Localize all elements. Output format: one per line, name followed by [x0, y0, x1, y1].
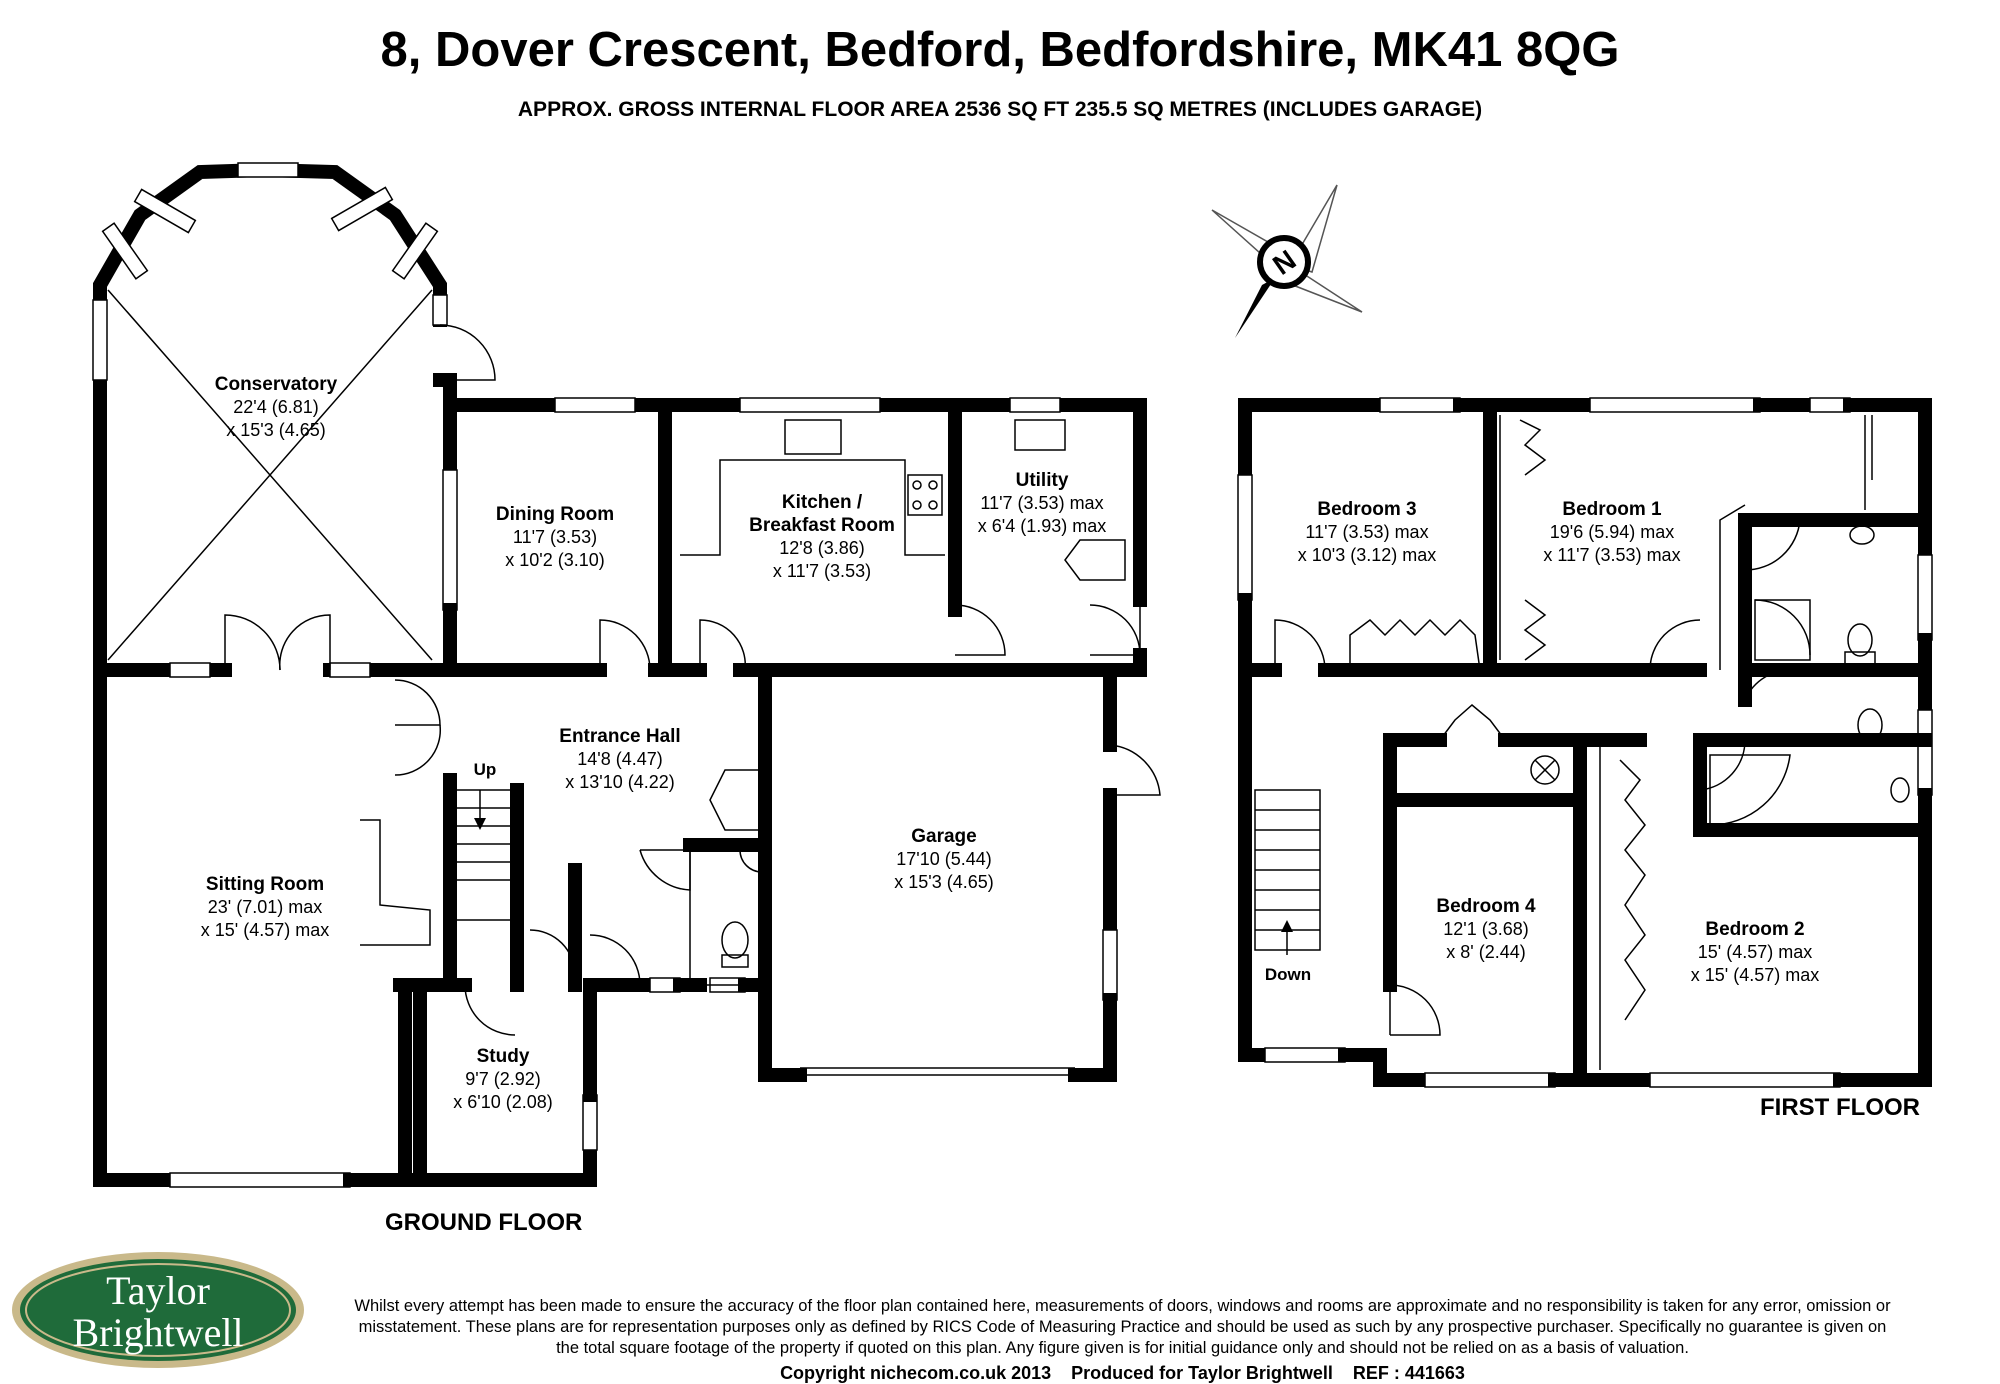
svg-text:12'1 (3.68): 12'1 (3.68) — [1443, 919, 1529, 939]
room-bedroom-4: Bedroom 4 12'1 (3.68) x 8' (2.44) — [1436, 896, 1536, 962]
svg-text:Sitting Room: Sitting Room — [206, 874, 324, 895]
logo-text-line2: Brightwell — [72, 1310, 243, 1355]
reference-text: REF : 441663 — [1352, 1363, 1465, 1383]
svg-text:Study: Study — [477, 1046, 530, 1067]
svg-text:Conservatory: Conservatory — [215, 374, 338, 395]
svg-text:Bedroom 1: Bedroom 1 — [1562, 499, 1662, 520]
room-bedroom-2: Bedroom 2 15' (4.57) max x 15' (4.57) ma… — [1691, 919, 1820, 985]
svg-text:x 15'3 (4.65): x 15'3 (4.65) — [226, 420, 326, 440]
svg-text:12'8 (3.86): 12'8 (3.86) — [779, 538, 865, 558]
svg-text:x 13'10 (4.22): x 13'10 (4.22) — [565, 772, 675, 792]
copyright-text: Copyright nichecom.co.uk 2013 — [780, 1363, 1052, 1383]
svg-text:x 11'7 (3.53): x 11'7 (3.53) — [773, 561, 871, 581]
room-bedroom-1: Bedroom 1 19'6 (5.94) max x 11'7 (3.53) … — [1543, 499, 1680, 565]
room-study: Study 9'7 (2.92) x 6'10 (2.08) — [453, 1046, 553, 1112]
taylor-brightwell-logo: Taylor Brightwell — [12, 1252, 304, 1368]
svg-text:23' (7.01) max: 23' (7.01) max — [208, 897, 323, 917]
svg-text:x 6'10 (2.08): x 6'10 (2.08) — [453, 1092, 553, 1112]
compass-rose-icon: N — [1211, 184, 1363, 338]
room-utility: Utility 11'7 (3.53) max x 6'4 (1.93) max — [978, 470, 1107, 536]
svg-text:x 6'4 (1.93) max: x 6'4 (1.93) max — [978, 516, 1107, 536]
floor-area-subtitle: APPROX. GROSS INTERNAL FLOOR AREA 2536 S… — [517, 98, 1483, 121]
svg-text:x 15' (4.57) max: x 15' (4.57) max — [201, 920, 330, 940]
svg-text:22'4 (6.81): 22'4 (6.81) — [233, 397, 319, 417]
ground-floor-label: GROUND FLOOR — [385, 1209, 582, 1236]
room-sitting-room: Sitting Room 23' (7.01) max x 15' (4.57)… — [201, 874, 330, 940]
svg-text:Bedroom 2: Bedroom 2 — [1705, 919, 1804, 940]
room-dining-room: Dining Room 11'7 (3.53) x 10'2 (3.10) — [496, 504, 614, 570]
svg-text:x 8' (2.44): x 8' (2.44) — [1446, 942, 1525, 962]
svg-text:Garage: Garage — [911, 826, 976, 847]
disclaimer-text: Whilst every attempt has been made to en… — [354, 1297, 1891, 1357]
stairs-up-label: Up — [474, 760, 497, 779]
svg-text:15' (4.57) max: 15' (4.57) max — [1698, 942, 1813, 962]
svg-text:9'7 (2.92): 9'7 (2.92) — [465, 1069, 540, 1089]
produced-for-text: Produced for Taylor Brightwell — [1071, 1363, 1333, 1383]
svg-text:19'6 (5.94) max: 19'6 (5.94) max — [1550, 522, 1675, 542]
svg-text:x 15'3 (4.65): x 15'3 (4.65) — [894, 872, 994, 892]
room-entrance-hall: Entrance Hall 14'8 (4.47) x 13'10 (4.22) — [559, 726, 680, 792]
svg-text:Kitchen /: Kitchen / — [782, 492, 863, 513]
svg-text:x 11'7 (3.53) max: x 11'7 (3.53) max — [1543, 545, 1680, 565]
svg-text:11'7 (3.53) max: 11'7 (3.53) max — [980, 493, 1103, 513]
svg-text:x 15' (4.57) max: x 15' (4.57) max — [1691, 965, 1820, 985]
room-kitchen-breakfast-room: Kitchen / Breakfast Room 12'8 (3.86) x 1… — [749, 492, 895, 581]
room-conservatory: Conservatory 22'4 (6.81) x 15'3 (4.65) — [215, 374, 338, 440]
svg-text:Utility: Utility — [1016, 470, 1069, 491]
copyright-line: Copyright nichecom.co.uk 2013 Produced f… — [345, 1363, 1900, 1384]
ground-floor-plan: Up GROUND — [92, 162, 1161, 1236]
first-floor-label: FIRST FLOOR — [1760, 1094, 1920, 1121]
room-garage: Garage 17'10 (5.44) x 15'3 (4.65) — [894, 826, 994, 892]
svg-text:17'10 (5.44): 17'10 (5.44) — [896, 849, 992, 869]
room-bedroom-3: Bedroom 3 11'7 (3.53) max x 10'3 (3.12) … — [1298, 499, 1437, 565]
svg-text:11'7 (3.53): 11'7 (3.53) — [513, 527, 597, 547]
svg-text:14'8 (4.47): 14'8 (4.47) — [577, 749, 663, 769]
svg-text:11'7 (3.53) max: 11'7 (3.53) max — [1305, 522, 1428, 542]
svg-text:x 10'3 (3.12) max: x 10'3 (3.12) max — [1298, 545, 1437, 565]
svg-text:x 10'2 (3.10): x 10'2 (3.10) — [505, 550, 605, 570]
first-floor-plan: Down FIRST FLOOR Bedroom 3 11'7 (3.53) m… — [1237, 397, 1933, 1121]
svg-text:Bedroom 4: Bedroom 4 — [1436, 896, 1536, 917]
page-title: 8, Dover Crescent, Bedford, Bedfordshire… — [380, 23, 1620, 77]
svg-text:Entrance Hall: Entrance Hall — [559, 726, 680, 747]
logo-text-line1: Taylor — [106, 1268, 210, 1313]
svg-text:Bedroom 3: Bedroom 3 — [1317, 499, 1416, 520]
stairs-down-label: Down — [1265, 965, 1311, 984]
svg-text:Breakfast Room: Breakfast Room — [749, 515, 895, 536]
svg-text:Dining Room: Dining Room — [496, 504, 614, 525]
